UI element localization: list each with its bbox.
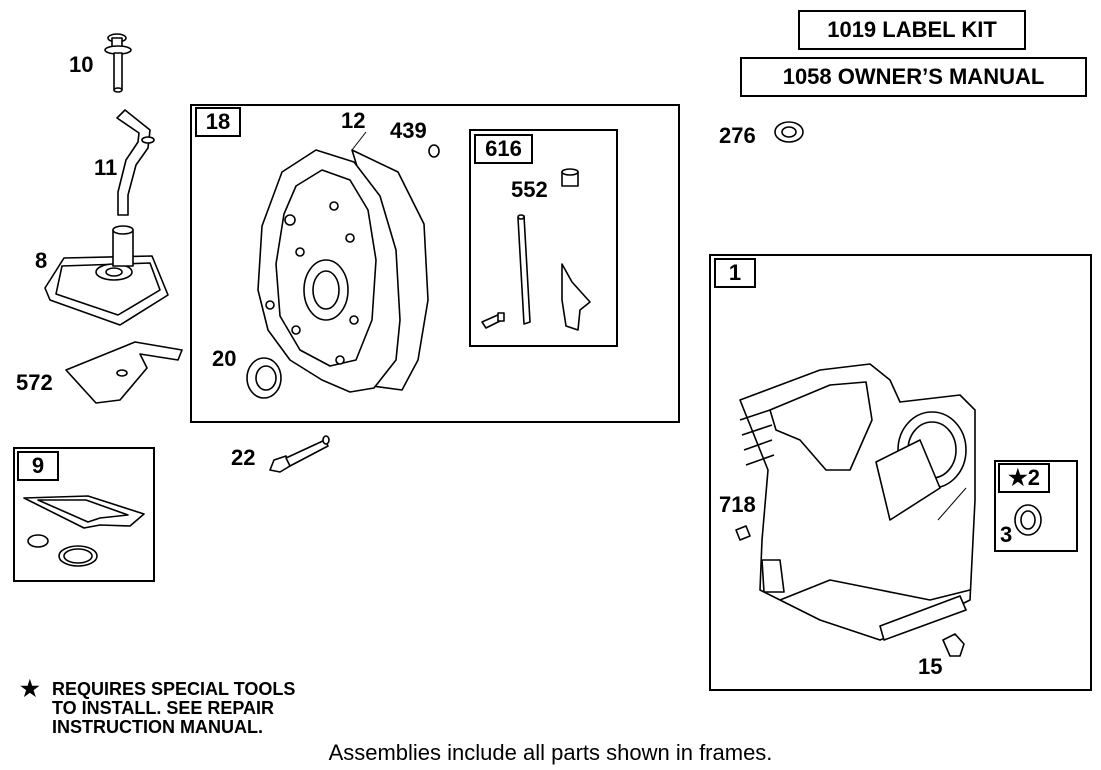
- oil-seal-icon: [246, 357, 282, 399]
- note-line-3: INSTRUCTION MANUAL.: [52, 717, 263, 737]
- governor-shaft-icon: [517, 214, 531, 325]
- special-tools-note: ★ REQUIRES SPECIAL TOOLS TO INSTALL. SEE…: [20, 676, 296, 737]
- bracket-icon: [65, 341, 183, 404]
- part-718-label: 718: [719, 492, 756, 517]
- part-12-label: 12: [341, 108, 366, 133]
- part-11-label: 11: [94, 155, 118, 180]
- dipstick-bolt-icon: [104, 33, 132, 93]
- part-8-label: 8: [35, 248, 48, 273]
- part-10-label: 10: [69, 52, 94, 77]
- frame-18: [190, 104, 680, 423]
- dowel-pin-icon: [735, 525, 751, 541]
- part-3-label: 3: [1000, 522, 1013, 547]
- gasket-set-icon: [23, 495, 145, 567]
- screw-icon: [481, 312, 505, 329]
- owners-manual-box: 1058 OWNER’S MANUAL: [740, 57, 1087, 97]
- frame-9-tag: 9: [17, 451, 59, 481]
- part-439-label: 439: [390, 118, 427, 143]
- part-15-label: 15: [918, 654, 943, 679]
- frame-1: [709, 254, 1092, 691]
- dipstick-tube-icon: [116, 109, 155, 216]
- governor-crank-icon: [561, 263, 591, 331]
- part-276-label: 276: [719, 123, 756, 148]
- note-line-1: REQUIRES SPECIAL TOOLS: [52, 679, 296, 699]
- drain-plug-icon: [942, 633, 965, 657]
- crankcase-cover-icon: [257, 149, 401, 393]
- governor-cap-icon: [561, 168, 579, 187]
- part-22-label: 22: [231, 445, 256, 470]
- star-icon: ★: [20, 676, 40, 701]
- frame-9: [13, 447, 155, 582]
- frame-1-tag: 1: [714, 258, 756, 288]
- assemblies-footnote: Assemblies include all parts shown in fr…: [328, 740, 773, 765]
- part-20-label: 20: [212, 346, 237, 371]
- o-ring-icon: [428, 144, 440, 158]
- oil-seal-3-icon: [1014, 504, 1042, 536]
- note-line-2: TO INSTALL. SEE REPAIR: [52, 698, 275, 718]
- frame-616-tag: 616: [474, 134, 533, 164]
- part-572-label: 572: [16, 370, 53, 395]
- frame-616: [469, 129, 618, 347]
- part-552-label: 552: [511, 177, 548, 202]
- frame-2-tag: ★2: [998, 463, 1050, 493]
- frame-2: [994, 460, 1078, 552]
- frame-18-tag: 18: [195, 107, 241, 137]
- cover-bolt-icon: [269, 435, 330, 473]
- seal-276-icon: [774, 121, 804, 143]
- engine-block-icon: [739, 363, 976, 641]
- label-kit-box: 1019 LABEL KIT: [798, 10, 1026, 50]
- breather-cover-icon: [44, 225, 169, 326]
